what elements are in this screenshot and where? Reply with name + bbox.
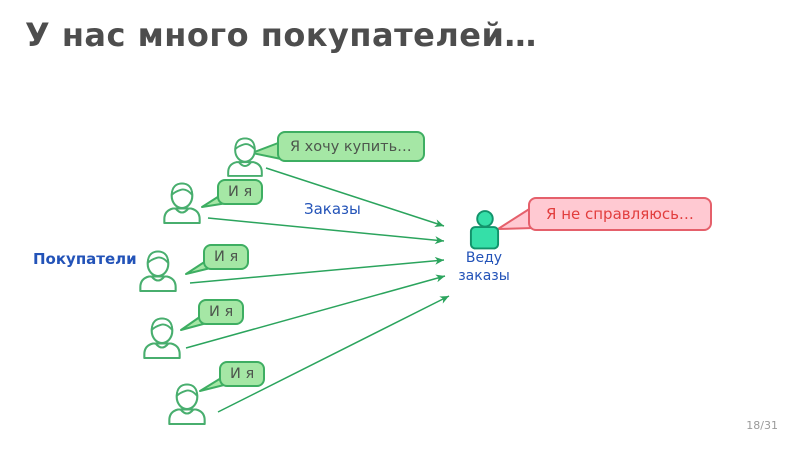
- order-arrow-3: [189, 256, 445, 284]
- manager-icon: [468, 209, 501, 251]
- person-outline-icon: [141, 315, 183, 359]
- orders-label: Заказы: [304, 200, 361, 218]
- person-outline-icon: [137, 248, 179, 292]
- order-arrow-5: [217, 295, 450, 413]
- manager-label: Веду заказы: [458, 250, 510, 284]
- customer-icon: [141, 315, 183, 359]
- speech-bubble-me-too: И я: [217, 179, 264, 205]
- customers-label: Покупатели: [33, 250, 137, 268]
- speech-bubble-me-too: И я: [219, 361, 266, 387]
- customer-icon: [166, 381, 208, 425]
- speech-bubble-me-too: И я: [198, 299, 245, 325]
- customer-icon: [161, 180, 203, 224]
- slide-title: У нас много покупателей…: [25, 16, 537, 54]
- customer-icon: [137, 248, 179, 292]
- speech-bubble-me-too: И я: [203, 244, 250, 270]
- person-outline-icon: [166, 381, 208, 425]
- speech-bubble-cant-cope: Я не справляюсь…: [528, 197, 712, 231]
- order-arrow-4: [185, 274, 446, 349]
- customer-icon: [225, 135, 265, 177]
- order-arrow-2: [207, 217, 445, 245]
- person-outline-icon: [161, 180, 203, 224]
- speech-bubble-want-to-buy: Я хочу купить…: [277, 131, 425, 162]
- person-outline-icon: [225, 135, 265, 177]
- page-number: 18/31: [746, 419, 778, 432]
- person-filled-icon: [468, 209, 501, 251]
- order-arrow-1: [265, 167, 445, 228]
